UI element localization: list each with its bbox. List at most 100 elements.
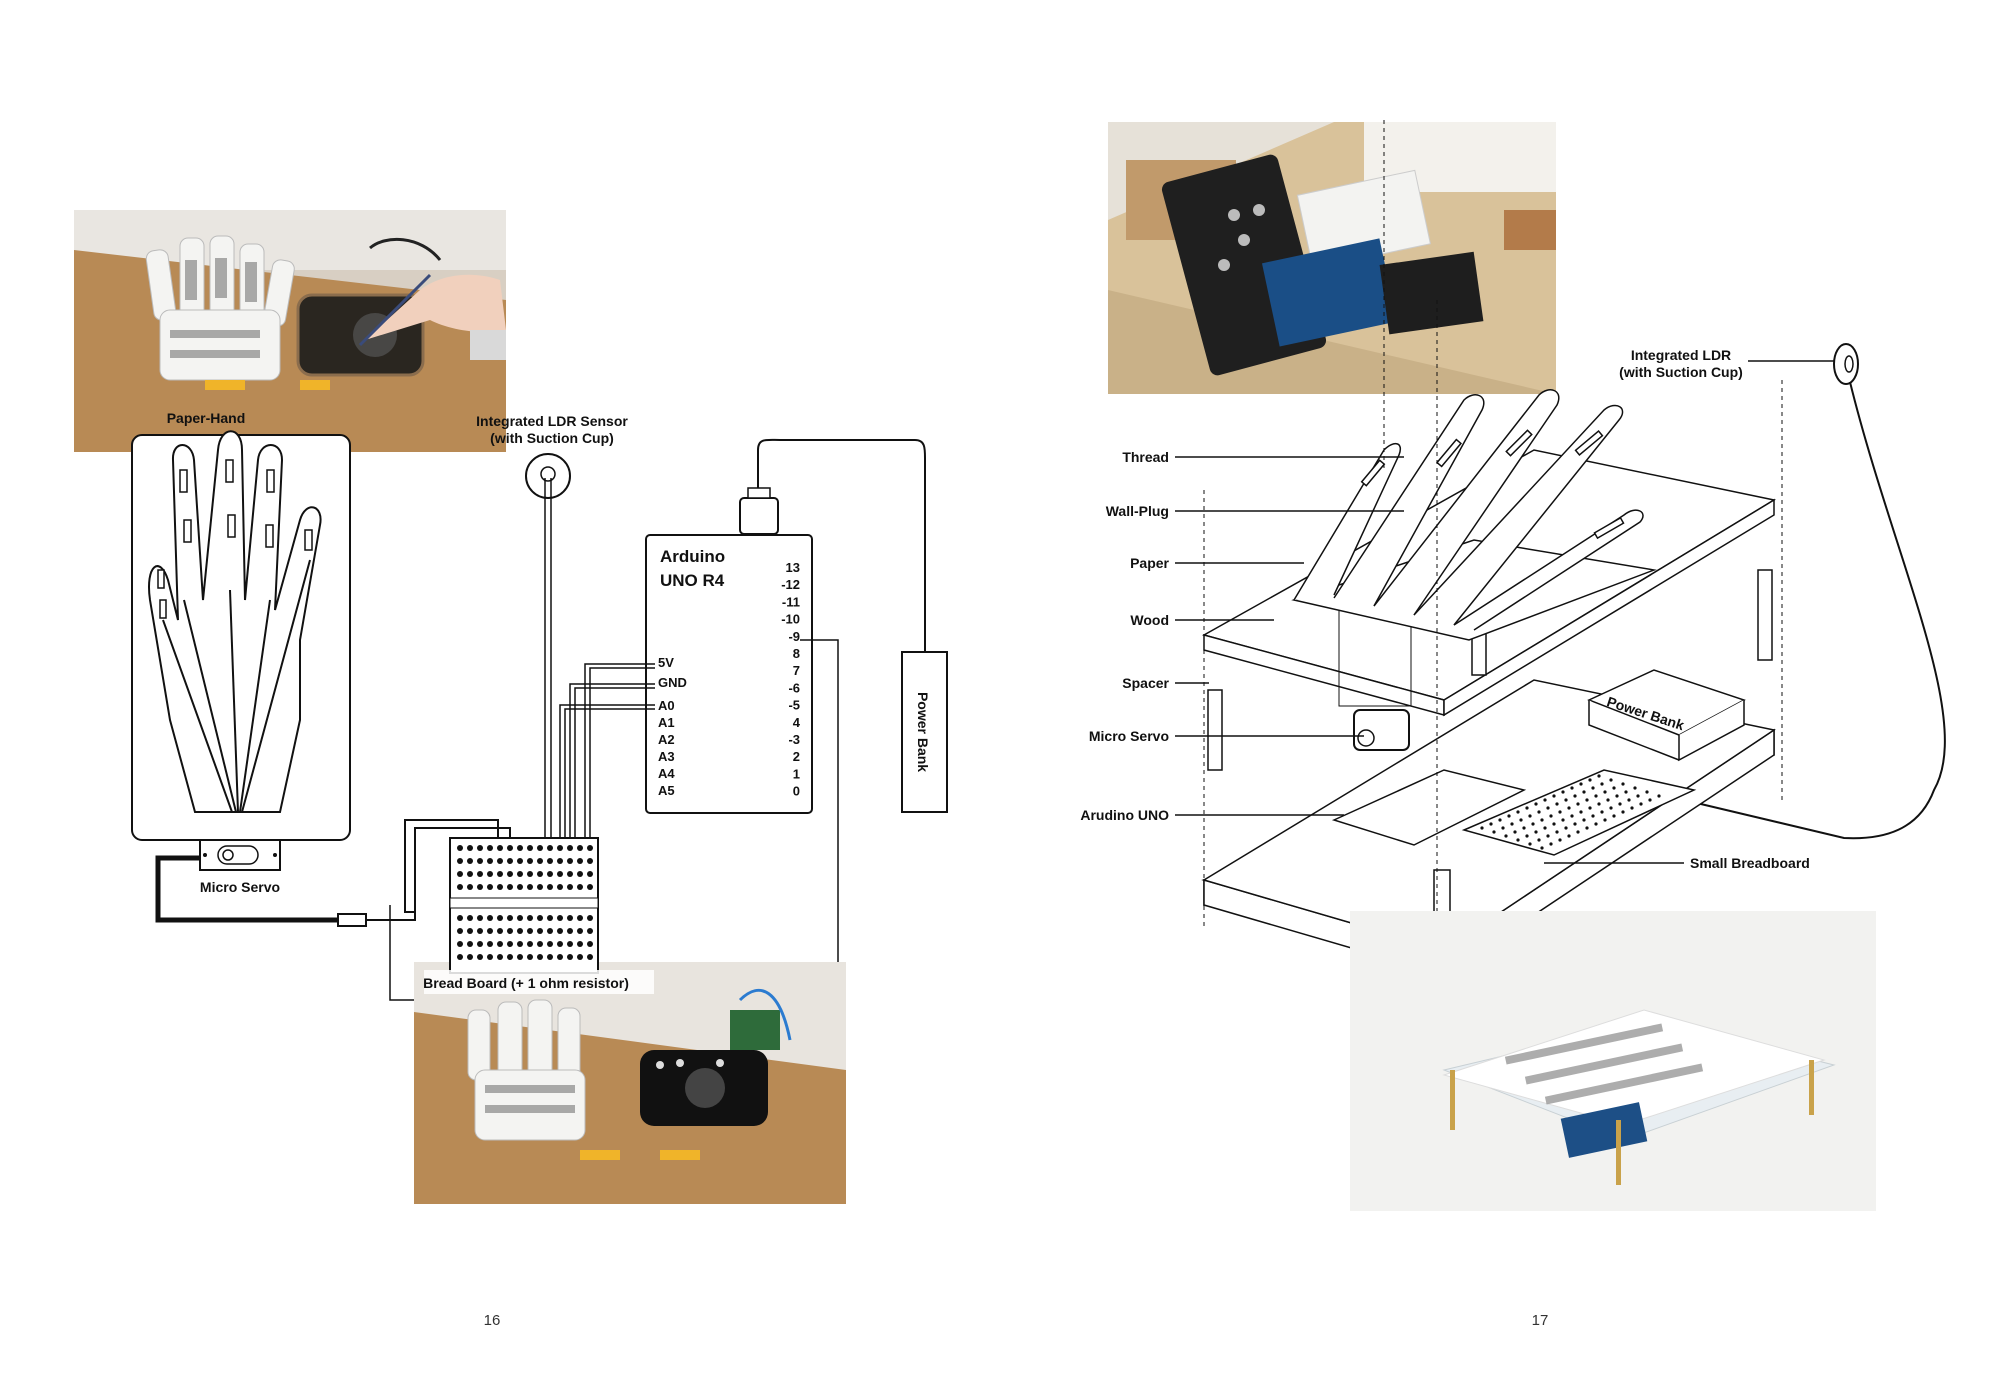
breadboard-hole xyxy=(1543,798,1547,802)
breadboard-hole xyxy=(1558,810,1562,814)
breadboard-hole xyxy=(1546,834,1550,838)
breadboard-hole xyxy=(497,954,503,960)
breadboard-hole xyxy=(507,928,513,934)
breadboard-hole xyxy=(457,941,463,947)
breadboard-hole xyxy=(497,858,503,864)
callout-label: Wall-Plug xyxy=(1106,503,1169,519)
breadboard-hole xyxy=(1594,822,1598,826)
breadboard-hole xyxy=(527,858,533,864)
breadboard-hole xyxy=(567,954,573,960)
breadboard-hole xyxy=(567,858,573,864)
breadboard-hole xyxy=(477,915,483,921)
breadboard-hole xyxy=(537,858,543,864)
breadboard-hole xyxy=(487,954,493,960)
breadboard-hole xyxy=(1537,810,1541,814)
breadboard-hole xyxy=(577,884,583,890)
breadboard-hole xyxy=(557,928,563,934)
breadboard-hole xyxy=(1498,818,1502,822)
arduino-pin-digital: -9 xyxy=(788,629,800,644)
breadboard-hole xyxy=(1555,802,1559,806)
right-diagram: Integrated LDR (with Suction Cup) Power xyxy=(1080,120,1946,1329)
breadboard-hole xyxy=(1603,790,1607,794)
breadboard-hole xyxy=(457,915,463,921)
callout-label: Spacer xyxy=(1122,675,1169,691)
breadboard-hole xyxy=(537,928,543,934)
breadboard-hole xyxy=(477,954,483,960)
breadboard-hole xyxy=(547,928,553,934)
breadboard-hole xyxy=(527,941,533,947)
ldr-label-line2: (with Suction Cup) xyxy=(490,430,614,446)
arduino-pin-digital: 7 xyxy=(793,663,800,678)
breadboard-hole xyxy=(507,871,513,877)
breadboard-hole xyxy=(1594,794,1598,798)
breadboard-hole xyxy=(477,928,483,934)
breadboard-hole xyxy=(587,941,593,947)
breadboard-hole xyxy=(517,954,523,960)
breadboard-hole xyxy=(1543,826,1547,830)
ldr-label-line1: Integrated LDR Sensor xyxy=(476,413,628,429)
paper-hand-caption: Paper-Hand xyxy=(167,410,246,426)
breadboard-hole xyxy=(1579,810,1583,814)
breadboard-hole xyxy=(1525,806,1529,810)
callout-label: Thread xyxy=(1122,449,1169,465)
breadboard-hole xyxy=(1600,782,1604,786)
breadboard-hole xyxy=(1573,794,1577,798)
breadboard-hole xyxy=(1609,806,1613,810)
breadboard-hole xyxy=(1555,830,1559,834)
breadboard-hole xyxy=(1501,826,1505,830)
breadboard-hole xyxy=(1540,818,1544,822)
breadboard-hole xyxy=(567,915,573,921)
breadboard-hole xyxy=(1645,790,1649,794)
arduino-pin-digital: -10 xyxy=(781,612,800,627)
breadboard-hole xyxy=(1636,794,1640,798)
breadboard-hole xyxy=(567,928,573,934)
ldr-label-line2-right: (with Suction Cup) xyxy=(1619,364,1743,380)
breadboard-hole xyxy=(507,884,513,890)
page-number-right: 17 xyxy=(1532,1312,1549,1329)
breadboard-hole xyxy=(547,858,553,864)
breadboard-hole xyxy=(1573,822,1577,826)
ldr-sensor-right: Integrated LDR (with Suction Cup) xyxy=(1463,343,1946,840)
paper-hand-photo-top: Paper-Hand xyxy=(74,210,506,452)
breadboard-hole xyxy=(527,871,533,877)
breadboard-hole xyxy=(517,884,523,890)
breadboard-hole xyxy=(1570,786,1574,790)
breadboard-hole xyxy=(557,845,563,851)
breadboard-hole xyxy=(497,884,503,890)
callout-label: Wood xyxy=(1130,612,1169,628)
breadboard-hole xyxy=(507,941,513,947)
breadboard-hole xyxy=(1624,790,1628,794)
breadboard-hole xyxy=(587,845,593,851)
breadboard-hole xyxy=(457,884,463,890)
breadboard-hole xyxy=(1534,802,1538,806)
breadboard-hole xyxy=(1561,790,1565,794)
breadboard-hole xyxy=(577,941,583,947)
servo-wire xyxy=(155,819,511,927)
breadboard-hole xyxy=(1612,786,1616,790)
breadboard-hole xyxy=(1621,782,1625,786)
breadboard-hole xyxy=(1618,802,1622,806)
breadboard-hole xyxy=(537,954,543,960)
breadboard-hole xyxy=(1525,834,1529,838)
usb-plug-icon xyxy=(739,497,779,535)
breadboard-hole xyxy=(587,954,593,960)
breadboard-hole xyxy=(547,915,553,921)
paper-hand-photo-bottom xyxy=(414,962,846,1204)
breadboard-hole xyxy=(1504,834,1508,838)
breadboard-hole xyxy=(1516,838,1520,842)
breadboard-hole xyxy=(467,858,473,864)
breadboard-hole xyxy=(557,915,563,921)
breadboard-hole xyxy=(537,941,543,947)
breadboard-hole xyxy=(487,845,493,851)
breadboard-hole xyxy=(1546,806,1550,810)
breadboard-hole xyxy=(457,845,463,851)
breadboard-hole xyxy=(467,954,473,960)
breadboard-hole xyxy=(587,915,593,921)
ldr-label-line1-right: Integrated LDR xyxy=(1631,347,1731,363)
arduino-board: Arduino UNO R4 13-12-11-10-987-6-54-3210… xyxy=(645,487,813,814)
breadboard-hole xyxy=(547,884,553,890)
breadboard-hole xyxy=(1603,818,1607,822)
breadboard-hole xyxy=(457,954,463,960)
arduino-pin-power-analog: A1 xyxy=(658,715,675,730)
